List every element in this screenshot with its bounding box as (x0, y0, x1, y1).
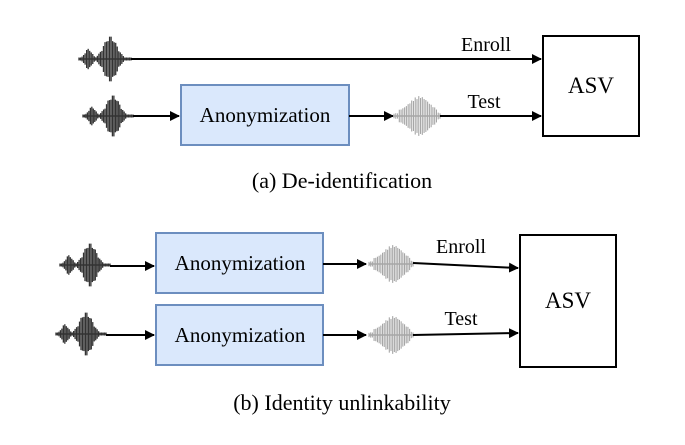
caption-b: (b) Identity unlinkability (233, 390, 451, 415)
anonymization-box (180, 84, 350, 146)
anonymization-label-bottom: Anonymization (175, 323, 306, 347)
anonymized-speech-waveform-icon (393, 96, 441, 136)
asv-label: ASV (545, 288, 591, 313)
anonymized-speech-waveform-icon (368, 245, 414, 283)
caption-a: (a) De-identification (252, 168, 432, 193)
test-label: Test (467, 91, 500, 113)
asv-label: ASV (568, 73, 614, 98)
asv-box (519, 234, 617, 368)
original-speech-waveform-icon (78, 36, 132, 82)
panel-a: Enroll Anonymization Test ASV (a) De-ide… (78, 34, 640, 193)
anonymization-box-top (155, 232, 324, 294)
anonymization-label: Anonymization (200, 103, 331, 127)
test-arrow (412, 328, 519, 339)
original-speech-waveform-icon (82, 95, 134, 137)
original-speech-waveform-icon (59, 243, 111, 287)
test-label: Test (444, 308, 477, 330)
enroll-label: Enroll (461, 34, 511, 56)
anonymized-speech-waveform-icon (368, 316, 414, 354)
anonymization-label-top: Anonymization (175, 251, 306, 275)
panel-b: Anonymization Enroll Anonymization Test … (55, 232, 617, 415)
enroll-label: Enroll (436, 236, 486, 258)
original-speech-waveform-icon (55, 312, 107, 356)
asv-box (542, 35, 640, 137)
enroll-arrow (412, 262, 519, 273)
